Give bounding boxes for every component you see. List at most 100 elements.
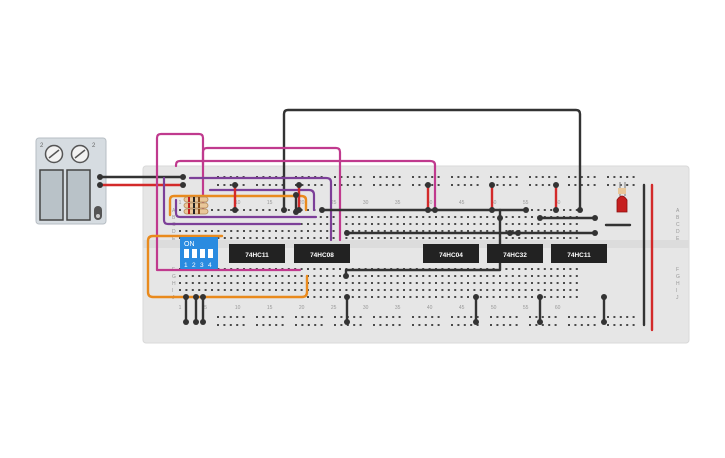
chip-74hc32[interactable]: 74HC32: [487, 244, 543, 263]
breadboard-hole[interactable]: [479, 296, 482, 298]
breadboard-hole[interactable]: [505, 216, 508, 218]
breadboard-hole[interactable]: [550, 209, 553, 211]
wire-endpoint[interactable]: [319, 207, 325, 213]
breadboard-hole[interactable]: [447, 289, 450, 291]
breadboard-hole[interactable]: [531, 223, 533, 225]
breadboard-hole[interactable]: [454, 216, 457, 218]
breadboard-hole[interactable]: [441, 230, 444, 232]
breadboard-hole[interactable]: [486, 216, 489, 218]
breadboard-hole[interactable]: [326, 268, 329, 270]
breadboard-hole[interactable]: [377, 216, 380, 218]
breadboard-hole[interactable]: [351, 223, 354, 225]
breadboard-hole[interactable]: [268, 209, 271, 211]
breadboard-hole[interactable]: [569, 268, 572, 270]
breadboard-hole[interactable]: [518, 223, 521, 225]
breadboard-hole[interactable]: [486, 275, 489, 277]
breadboard-hole[interactable]: [359, 184, 362, 186]
breadboard-hole[interactable]: [518, 275, 521, 277]
breadboard-hole[interactable]: [626, 324, 629, 326]
breadboard-hole[interactable]: [268, 275, 271, 277]
breadboard-hole[interactable]: [383, 275, 386, 277]
breadboard-hole[interactable]: [447, 216, 450, 218]
breadboard-hole[interactable]: [332, 282, 335, 284]
breadboard-hole[interactable]: [353, 324, 356, 326]
breadboard-hole[interactable]: [314, 316, 317, 318]
breadboard-hole[interactable]: [447, 223, 450, 225]
breadboard-hole[interactable]: [550, 230, 553, 232]
breadboard-hole[interactable]: [574, 184, 577, 186]
breadboard-hole[interactable]: [580, 324, 583, 326]
breadboard-hole[interactable]: [326, 289, 329, 291]
breadboard-hole[interactable]: [255, 209, 258, 211]
breadboard-hole[interactable]: [467, 282, 469, 284]
breadboard-hole[interactable]: [502, 324, 505, 326]
breadboard-hole[interactable]: [529, 324, 531, 326]
breadboard-hole[interactable]: [294, 275, 297, 277]
breadboard-hole[interactable]: [364, 230, 367, 232]
breadboard-hole[interactable]: [313, 237, 316, 239]
dip-switch-lever-1[interactable]: [184, 249, 189, 258]
breadboard-hole[interactable]: [437, 324, 440, 326]
breadboard-hole[interactable]: [563, 230, 565, 232]
breadboard-hole[interactable]: [447, 275, 450, 277]
breadboard-hole[interactable]: [575, 296, 578, 298]
breadboard-hole[interactable]: [385, 184, 388, 186]
breadboard-hole[interactable]: [287, 275, 290, 277]
breadboard-hole[interactable]: [435, 296, 437, 298]
breadboard-hole[interactable]: [281, 282, 284, 284]
breadboard-hole[interactable]: [447, 282, 450, 284]
breadboard-hole[interactable]: [217, 289, 220, 291]
breadboard-hole[interactable]: [256, 316, 258, 318]
wire-endpoint[interactable]: [180, 182, 186, 188]
breadboard-hole[interactable]: [511, 268, 514, 270]
breadboard-hole[interactable]: [460, 282, 463, 284]
breadboard-hole[interactable]: [424, 176, 427, 178]
breadboard-hole[interactable]: [460, 289, 463, 291]
breadboard-hole[interactable]: [556, 296, 559, 298]
breadboard-hole[interactable]: [574, 324, 577, 326]
breadboard-hole[interactable]: [371, 275, 373, 277]
breadboard-hole[interactable]: [418, 176, 421, 178]
breadboard-hole[interactable]: [320, 324, 323, 326]
breadboard-hole[interactable]: [358, 223, 361, 225]
breadboard-hole[interactable]: [511, 237, 514, 239]
breadboard-hole[interactable]: [307, 209, 309, 211]
breadboard-hole[interactable]: [373, 176, 375, 178]
breadboard-hole[interactable]: [339, 282, 341, 284]
breadboard-hole[interactable]: [422, 237, 425, 239]
breadboard-hole[interactable]: [499, 282, 501, 284]
breadboard-hole[interactable]: [490, 176, 492, 178]
breadboard-hole[interactable]: [281, 316, 284, 318]
breadboard-hole[interactable]: [307, 296, 309, 298]
breadboard-hole[interactable]: [332, 275, 335, 277]
breadboard-hole[interactable]: [358, 289, 361, 291]
breadboard-hole[interactable]: [451, 316, 453, 318]
breadboard-hole[interactable]: [332, 230, 335, 232]
breadboard-hole[interactable]: [332, 216, 335, 218]
breadboard-hole[interactable]: [502, 176, 505, 178]
breadboard-hole[interactable]: [320, 316, 323, 318]
breadboard-hole[interactable]: [359, 316, 362, 318]
breadboard-hole[interactable]: [529, 316, 531, 318]
breadboard-hole[interactable]: [383, 296, 386, 298]
breadboard-hole[interactable]: [319, 216, 322, 218]
breadboard-hole[interactable]: [326, 282, 329, 284]
wire-endpoint[interactable]: [592, 230, 598, 236]
breadboard-hole[interactable]: [473, 282, 476, 284]
breadboard-hole[interactable]: [383, 223, 386, 225]
breadboard-hole[interactable]: [371, 237, 373, 239]
breadboard-hole[interactable]: [543, 268, 546, 270]
breadboard-hole[interactable]: [454, 275, 457, 277]
breadboard-hole[interactable]: [550, 296, 553, 298]
breadboard-hole[interactable]: [518, 237, 521, 239]
breadboard-hole[interactable]: [470, 316, 473, 318]
breadboard-hole[interactable]: [460, 275, 463, 277]
breadboard-hole[interactable]: [435, 230, 437, 232]
breadboard-hole[interactable]: [255, 289, 258, 291]
breadboard-hole[interactable]: [326, 275, 329, 277]
breadboard-hole[interactable]: [619, 316, 622, 318]
breadboard-hole[interactable]: [243, 230, 245, 232]
breadboard-hole[interactable]: [451, 324, 453, 326]
breadboard-hole[interactable]: [379, 184, 382, 186]
wire-endpoint[interactable]: [473, 294, 479, 300]
